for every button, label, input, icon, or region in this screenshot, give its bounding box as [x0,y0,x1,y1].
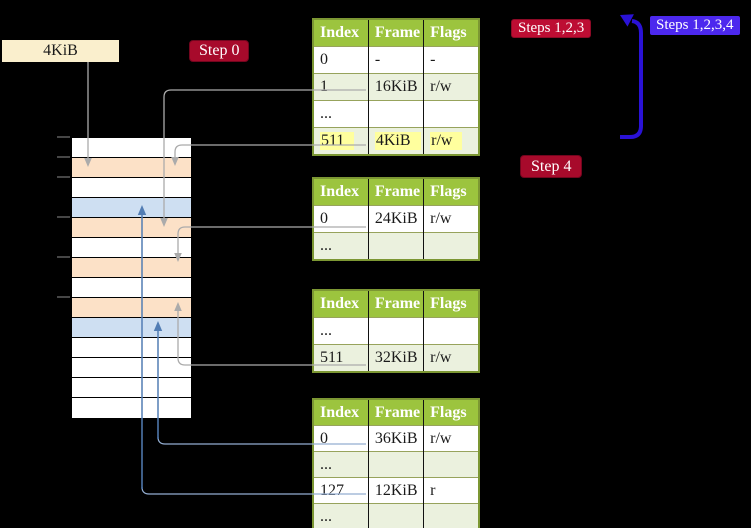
table-cell: ... [313,451,369,478]
step4-badge: Step 4 [520,155,583,178]
column-header: Index [313,399,369,426]
memory-frame-row [72,238,191,258]
table-row: ... [313,317,479,345]
table-cell: 12KiB [368,477,425,504]
table-cell: - [368,46,425,74]
table-cell: 0 [313,46,369,74]
table-row: ... [313,451,479,478]
step0-badge: Step 0 [189,40,250,62]
column-header: Index [313,178,369,206]
memory-frame-row [72,158,191,178]
table-cell: r/w [423,425,479,452]
column-header: Flags [423,290,479,318]
steps-loop-arrow [620,19,643,139]
table-cell [423,503,479,528]
table-cell: 0 [313,205,369,233]
table-cell: r/w [423,127,479,155]
table-cell [368,451,425,478]
table-cell: 1 [313,73,369,101]
table-row: ... [313,503,479,528]
column-header: Flags [423,399,479,426]
column-header: Frame [368,178,425,206]
memory-frame-row [72,398,191,418]
column-header: Index [313,290,369,318]
table-cell [368,232,425,260]
steps1234-badge: Steps 1,2,3,4 [650,16,740,35]
column-header: Flags [423,19,479,47]
page-size-label: 4KiB [2,40,119,62]
memory-frame-row [72,258,191,278]
memory-frame-row [72,338,191,358]
memory-frame-row [72,298,191,318]
steps-loop-arrowhead [620,14,634,27]
table-cell: 511 [313,127,369,155]
table-cell [423,451,479,478]
column-header: Frame [368,19,425,47]
table-cell [368,100,425,128]
table-row: 511 4KiB r/w [313,127,479,155]
table-cell: r/w [423,73,479,101]
highlighted-value: 4KiB [374,132,421,150]
table-cell: ... [313,100,369,128]
table-row: ... [313,100,479,128]
table-cell: - [423,46,479,74]
column-header: Frame [368,290,425,318]
table-cell: 32KiB [368,344,425,372]
memory-frame-row [72,378,191,398]
highlighted-value: r/w [430,132,463,150]
highlighted-value: 511 [320,132,355,150]
table-cell: 36KiB [368,425,425,452]
memory-frame-row [72,198,191,218]
table-cell [423,317,479,345]
table-row: ... [313,232,479,260]
table-cell: ... [313,317,369,345]
table-cell: ... [313,232,369,260]
table-cell: r/w [423,344,479,372]
memory-frame-row [72,178,191,198]
table-cell [423,232,479,260]
memory-frame-row [72,278,191,298]
column-header: Frame [368,399,425,426]
table-cell: 16KiB [368,73,425,101]
physical-memory-column [71,137,192,419]
memory-frame-row [72,358,191,378]
table-cell: r/w [423,205,479,233]
table-cell: 24KiB [368,205,425,233]
memory-frame-row [72,218,191,238]
table-cell [423,100,479,128]
table-cell: 511 [313,344,369,372]
table-cell: r [423,477,479,504]
memory-frame-row [72,138,191,158]
table-cell: ... [313,503,369,528]
column-header: Index [313,19,369,47]
table-cell [368,317,425,345]
table-cell [368,503,425,528]
steps123-badge: Steps 1,2,3 [511,19,592,38]
table-cell: 4KiB [368,127,425,155]
column-header: Flags [423,178,479,206]
table-row: 0-- [313,46,479,74]
memory-frame-row [72,318,191,338]
memory-tick-marks [57,136,70,298]
table-cell: 127 [313,477,369,504]
table-cell: 0 [313,425,369,452]
